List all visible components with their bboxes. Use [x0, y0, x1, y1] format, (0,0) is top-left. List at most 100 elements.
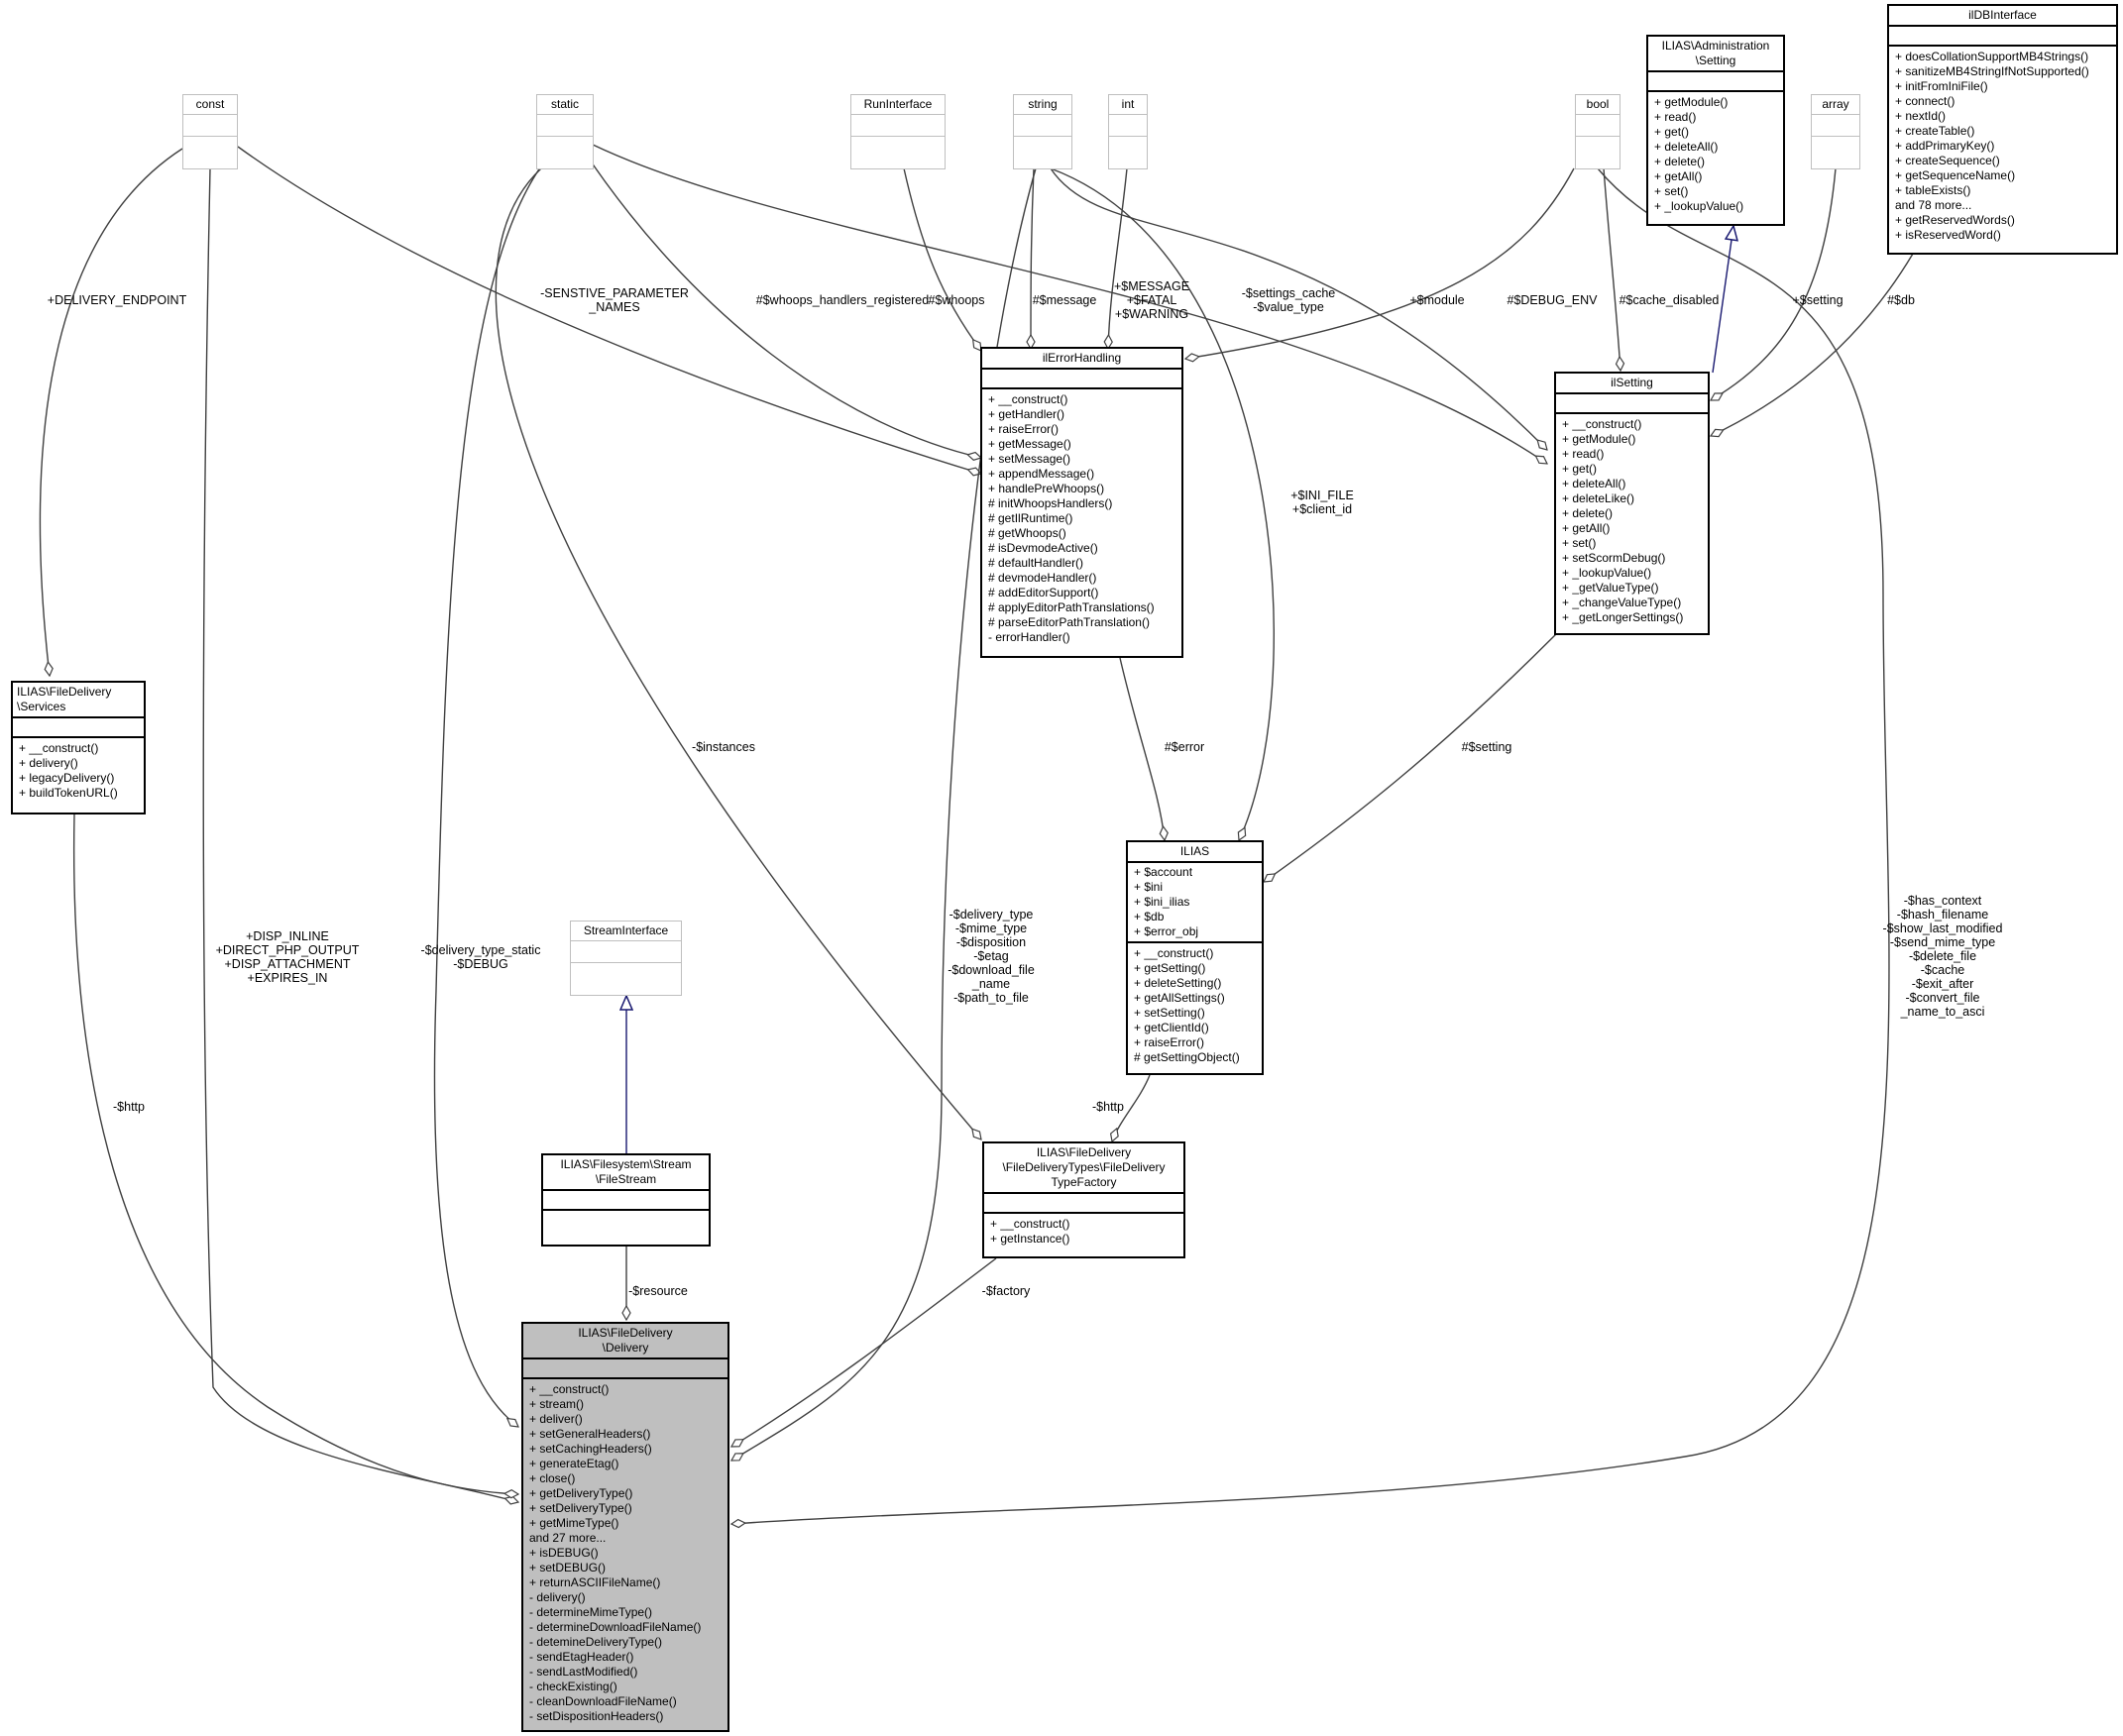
class-operation: - determineMimeType() [529, 1605, 653, 1619]
class-operation: + getClientId() [1134, 1021, 1209, 1034]
class-string[interactable]: string [1013, 94, 1072, 169]
class-title: string [1014, 95, 1071, 115]
class-operation: + _getLongerSettings() [1562, 610, 1684, 624]
class-attributes [1648, 72, 1783, 92]
edge-services-delivery [72, 814, 518, 1494]
edge-bool-errorhandling [1185, 167, 1575, 359]
class-operation: + returnASCIIFileName() [529, 1575, 661, 1589]
class-operation: + __construct() [529, 1382, 610, 1396]
class-operation: + tableExists() [1895, 183, 1971, 197]
class-operation: + getModule() [1562, 432, 1636, 446]
edge-string-ilias [1050, 167, 1275, 840]
class-operation: + raiseError() [1134, 1035, 1205, 1049]
class-attributes [523, 1359, 727, 1379]
class-array[interactable]: array [1811, 94, 1860, 169]
class-operation: # getSettingObject() [1134, 1050, 1240, 1064]
class-streaminterface[interactable]: StreamInterface [570, 921, 682, 996]
class-operations: + getModule()+ read()+ get()+ deleteAll(… [1648, 92, 1783, 217]
class-operations [1812, 137, 1859, 157]
class-operation: + getAll() [1562, 521, 1611, 535]
class-title: ILIAS\FileDelivery \Delivery [523, 1324, 727, 1359]
class-filestream[interactable]: ILIAS\Filesystem\Stream \FileStream [541, 1153, 711, 1247]
edge-factory-delivery [731, 1257, 997, 1447]
class-administration-setting[interactable]: ILIAS\Administration \Setting + getModul… [1646, 35, 1785, 226]
class-operation: + stream() [529, 1397, 585, 1411]
class-attributes [1014, 115, 1071, 137]
class-operations: + doesCollationSupportMB4Strings()+ sani… [1889, 47, 2116, 246]
edge-label: +$setting [1792, 293, 1844, 307]
class-filedeliverytypefactory[interactable]: ILIAS\FileDelivery \FileDeliveryTypes\Fi… [982, 1141, 1185, 1258]
class-operation: + isDEBUG() [529, 1546, 599, 1560]
class-operation: + handlePreWhoops() [988, 482, 1105, 495]
class-operations: + __construct()+ stream()+ deliver()+ se… [523, 1379, 727, 1727]
edge-bool-delivery [731, 167, 1890, 1524]
class-operation: + getAll() [1654, 169, 1703, 183]
class-operation: + getAllSettings() [1134, 991, 1225, 1005]
class-operation: # defaultHandler() [988, 556, 1084, 570]
class-services[interactable]: ILIAS\FileDelivery \Services + __constru… [11, 681, 146, 814]
class-operation: - detemineDeliveryType() [529, 1635, 663, 1649]
edge-label: +$MESSAGE +$FATAL +$WARNING [1113, 279, 1190, 321]
class-operation: + __construct() [19, 741, 99, 755]
class-operation: + addPrimaryKey() [1895, 139, 1995, 153]
class-title: ILIAS\FileDelivery \Services [13, 683, 144, 718]
class-runinterface[interactable]: RunInterface [850, 94, 946, 169]
class-operation: # getIlRuntime() [988, 511, 1073, 525]
class-ildbinterface[interactable]: ilDBInterface + doesCollationSupportMB4S… [1887, 4, 2118, 255]
class-operation: + set() [1654, 184, 1689, 198]
edge-label: #$whoops [928, 293, 985, 307]
class-operation: + __construct() [990, 1217, 1070, 1231]
class-operation: # devmodeHandler() [988, 571, 1097, 585]
class-operation: + getMessage() [988, 437, 1071, 451]
edge-label: -$instances [692, 740, 755, 754]
class-title: RunInterface [851, 95, 945, 115]
edge-const-errorhandling [237, 146, 981, 474]
class-static[interactable]: static [536, 94, 594, 169]
class-operation: - delivery() [529, 1590, 586, 1604]
class-attributes [1576, 115, 1620, 137]
class-operation: + createSequence() [1895, 154, 2000, 167]
class-operation: + isReservedWord() [1895, 228, 2001, 242]
class-attributes [13, 718, 144, 738]
class-title: ilErrorHandling [982, 349, 1181, 370]
class-delivery[interactable]: ILIAS\FileDelivery \Delivery + __constru… [521, 1322, 729, 1732]
class-operation: + __construct() [1134, 946, 1214, 960]
class-operation: + setCachingHeaders() [529, 1442, 652, 1456]
class-operation: - sendEtagHeader() [529, 1650, 634, 1664]
class-title: int [1109, 95, 1147, 115]
class-const[interactable]: const [182, 94, 238, 169]
edge-label: +$INI_FILE +$client_id [1290, 488, 1354, 516]
class-title: ilSetting [1556, 374, 1708, 394]
class-operations: + __construct()+ getHandler()+ raiseErro… [982, 389, 1181, 648]
class-operations [571, 963, 681, 983]
class-ilerrorhandling[interactable]: ilErrorHandling + __construct()+ getHand… [980, 347, 1183, 658]
class-operation: + deleteAll() [1654, 140, 1719, 154]
class-title: ILIAS\FileDelivery \FileDeliveryTypes\Fi… [984, 1143, 1183, 1194]
edge-label: -$has_context -$hash_filename -$show_las… [1882, 894, 2003, 1019]
class-bool[interactable]: bool [1575, 94, 1620, 169]
edge-label: #$setting [1461, 740, 1512, 754]
class-operations: + __construct()+ getModule()+ read()+ ge… [1556, 414, 1708, 628]
class-ilias[interactable]: ILIAS + $account+ $ini+ $ini_ilias+ $db+… [1126, 840, 1264, 1075]
class-title: bool [1576, 95, 1620, 115]
edge-label: #$cache_disabled [1619, 293, 1720, 307]
class-operations [1109, 137, 1147, 157]
class-operation: + _lookupValue() [1654, 199, 1744, 213]
edge-ilsetting-ilias [1264, 633, 1557, 882]
edge-const-delivery [202, 167, 518, 1502]
class-operation: + generateEtag() [529, 1457, 619, 1470]
class-attribute: + $ini_ilias [1134, 895, 1190, 909]
class-int[interactable]: int [1108, 94, 1148, 169]
edge-adminsetting-ilsetting [1712, 226, 1733, 374]
edge-label: #$db [1887, 293, 1915, 307]
edge-db-ilsetting [1711, 253, 1914, 436]
class-ilsetting[interactable]: ilSetting + __construct()+ getModule()+ … [1554, 372, 1710, 635]
edge-array-ilsetting [1711, 167, 1837, 400]
class-operation: + get() [1562, 462, 1598, 476]
edge-label: +DISP_INLINE +DIRECT_PHP_OUTPUT +DISP_AT… [215, 929, 360, 985]
class-attributes [183, 115, 237, 137]
class-operation: + doesCollationSupportMB4Strings() [1895, 50, 2089, 63]
class-operation: - checkExisting() [529, 1680, 617, 1693]
class-operations [183, 137, 237, 157]
